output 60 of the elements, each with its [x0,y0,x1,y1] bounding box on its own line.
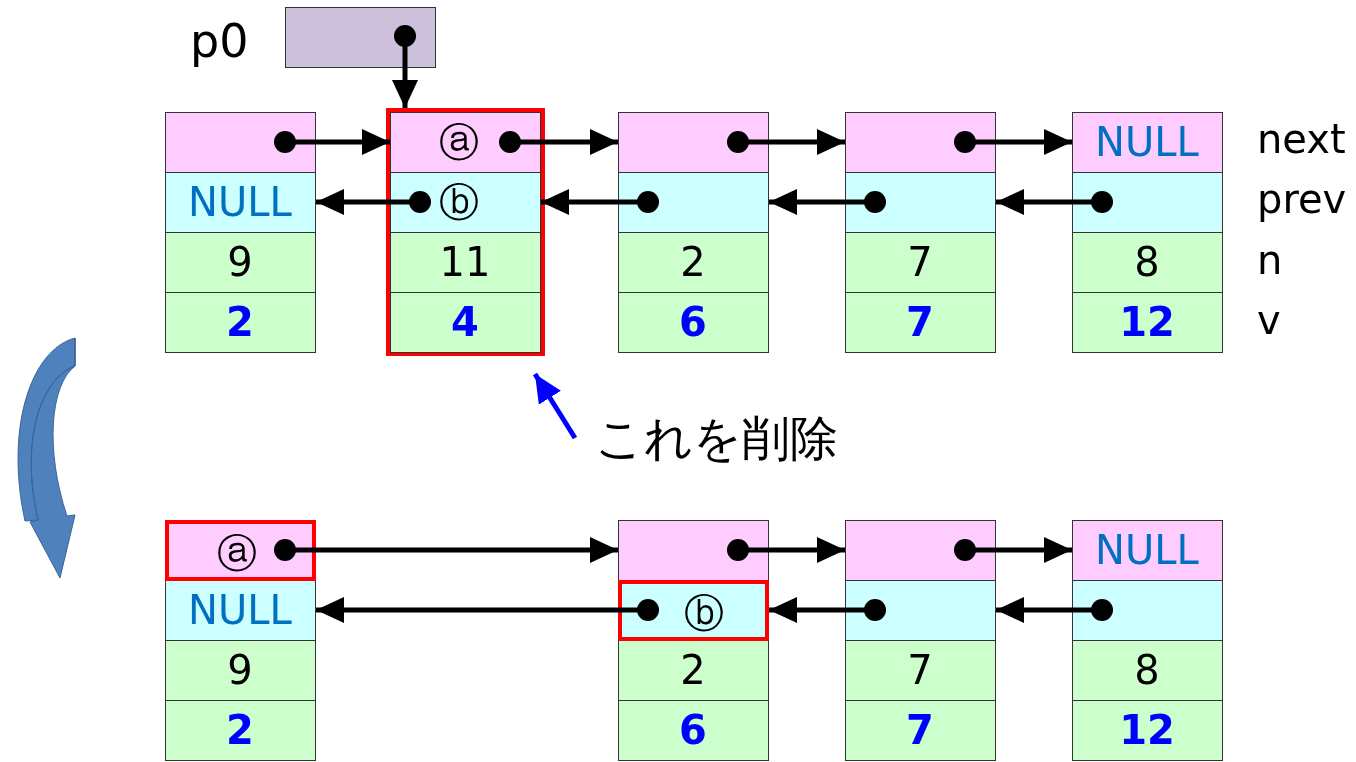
value-cell: 2 [165,292,316,353]
pointer-arrow [541,189,659,215]
value-cell: 12 [1072,292,1223,353]
field-name: next [1257,117,1346,161]
value-cell: 11 [390,232,541,293]
field-name: prev [1257,177,1347,221]
next-cell [165,112,316,173]
prev-cell [845,580,996,641]
value-cell: 7 [845,700,996,761]
value-cell: 8 [1072,232,1223,293]
next-cell [618,520,769,581]
pointer-arrow [769,189,886,215]
value-cell: 6 [618,700,769,761]
value-cell: 6 [618,292,769,353]
pointer-arrow [316,189,431,215]
next-cell: NULL [1072,112,1223,173]
value-cell: 9 [165,640,316,701]
value-cell: 12 [1072,700,1223,761]
prev-cell [1072,580,1223,641]
pointer-arrow [274,129,390,155]
prev-cell: NULL [165,172,316,233]
value-cell: 7 [845,640,996,701]
value-cell: 8 [1072,640,1223,701]
pointer-arrow [996,597,1113,623]
pointer-box [285,7,436,68]
note-text: これを削除 [575,410,838,466]
pointer-arrow [727,129,845,155]
field-name: v [1257,298,1281,342]
prev-cell [618,172,769,233]
pointer-arrow [499,129,618,155]
next-cell: NULL [1072,520,1223,581]
next-cell [845,520,996,581]
pointer-arrow [274,537,618,563]
prev-cell [1072,172,1223,233]
value-cell: 7 [845,232,996,293]
value-cell: 2 [618,232,769,293]
next-cell [845,112,996,173]
variable-name: p0 [190,16,249,66]
pointer-arrow [954,537,1072,563]
pointer-arrow [954,129,1072,155]
pointer-arrow [996,189,1113,215]
value-cell: 9 [165,232,316,293]
leader-arrow [532,372,578,440]
prev-cell: ⓑ [618,580,769,641]
value-cell: 4 [390,292,541,353]
next-cell: ⓐ [165,520,316,581]
value-cell: 2 [165,700,316,761]
highlight-frame [386,108,545,356]
value-cell: 7 [845,292,996,353]
field-name: n [1257,238,1283,282]
next-cell: ⓐ [390,112,541,173]
next-cell [618,112,769,173]
pointer-arrow [769,597,886,623]
value-cell: 2 [618,640,769,701]
prev-cell: NULL [165,580,316,641]
pointer-arrow [727,537,845,563]
pointer-arrow [392,25,418,108]
prev-cell [845,172,996,233]
prev-cell: ⓑ [390,172,541,233]
pointer-arrow [316,597,659,623]
